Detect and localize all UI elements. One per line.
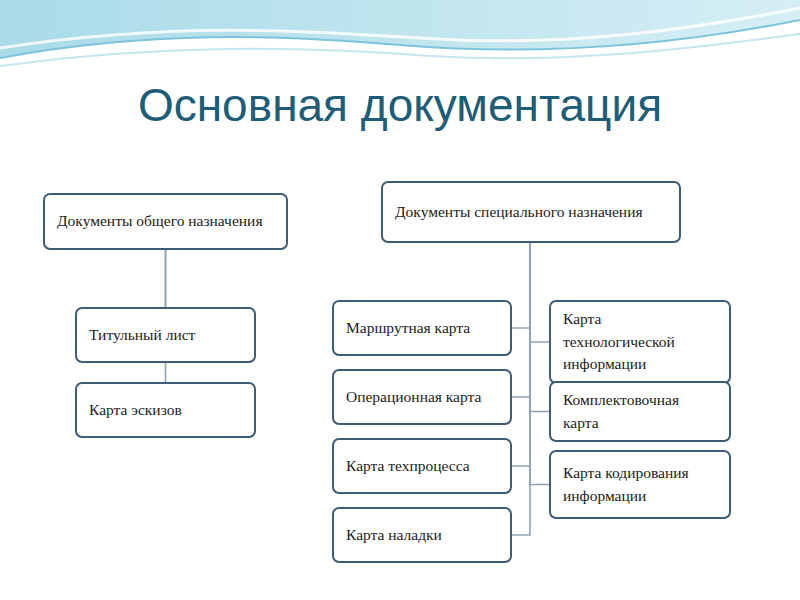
connector-line (512, 243, 530, 466)
document-box: Карта эскизов (75, 382, 256, 438)
connector-line (512, 243, 530, 328)
document-box: Титульный лист (75, 307, 256, 363)
box-label: Операционная карта (346, 386, 481, 408)
document-box: Комплектовочная карта (549, 381, 731, 442)
document-box: Карта наладки (332, 507, 512, 563)
box-label: Карта техпроцесса (346, 455, 470, 477)
connector-line (512, 243, 530, 397)
document-box: Карта технологической информации (549, 300, 731, 384)
connector-line (512, 243, 530, 535)
box-label: Карта наладки (346, 524, 442, 546)
box-label: Карта эскизов (89, 399, 182, 421)
box-label: Документы общего назначения (57, 210, 263, 232)
diagram-title: Основная документация (0, 78, 800, 132)
box-label: Маршрутная карта (346, 317, 470, 339)
box-label: Титульный лист (89, 324, 195, 346)
document-box: Карта кодирования информации (549, 450, 731, 519)
wave-line (0, 20, 800, 58)
connector-line (530, 243, 549, 485)
document-box: Маршрутная карта (332, 300, 512, 356)
document-box: Операционная карта (332, 369, 512, 425)
connector-line (530, 243, 549, 342)
box-label: Документы специального назначения (395, 201, 643, 223)
box-label: Карта технологической информации (563, 308, 717, 375)
wave-line (0, 34, 800, 66)
connector-line (530, 243, 549, 412)
document-box: Карта техпроцесса (332, 438, 512, 494)
wave-line (0, 8, 800, 48)
box-label: Комплектовочная карта (563, 389, 717, 434)
category-box: Документы общего назначения (43, 193, 288, 250)
category-box: Документы специального назначения (381, 181, 681, 243)
box-label: Карта кодирования информации (563, 462, 717, 507)
